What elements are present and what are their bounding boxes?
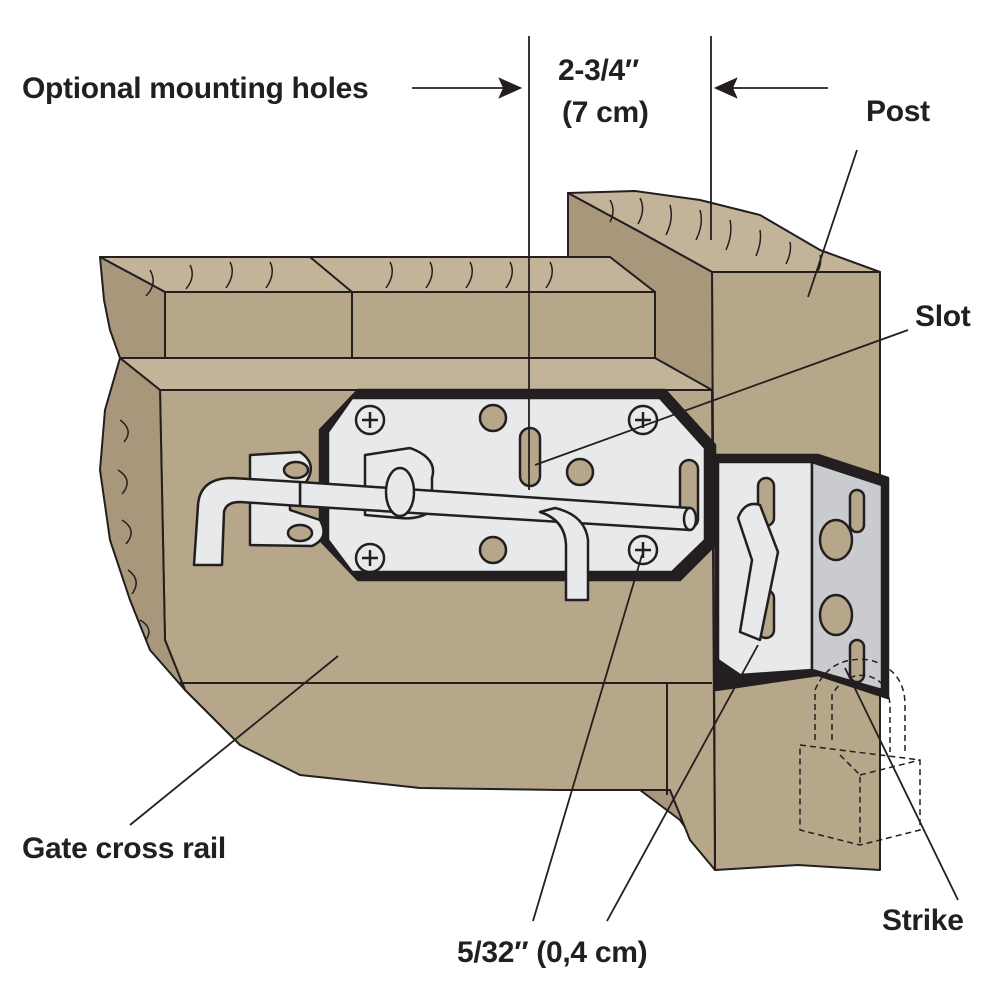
dimension-lines	[129, 36, 959, 922]
padlock-shackle	[814, 658, 906, 755]
screw-icon	[627, 534, 659, 566]
slot	[518, 426, 542, 488]
rail-leader	[129, 655, 339, 826]
bolt-end	[682, 506, 698, 532]
label-gap-dimension: 5/32″ (0,4 cm)	[457, 936, 647, 969]
label-dimension-inch: 2-3/4″	[558, 54, 639, 87]
post-leader	[807, 149, 858, 298]
bracket-hole	[286, 523, 314, 543]
bolt-drop-handle	[538, 506, 590, 602]
upper-board-front	[164, 291, 656, 359]
strike-side	[810, 460, 884, 692]
arrowhead-left-icon	[713, 77, 738, 99]
upper-board-seam-top	[309, 256, 353, 293]
mounting-hole	[478, 403, 508, 433]
gap-leader-left	[532, 554, 643, 922]
label-optional-mounting-holes: Optional mounting holes	[22, 72, 368, 105]
strike-hole	[818, 518, 854, 562]
bolt-hook	[192, 476, 302, 567]
padlock-outline	[799, 658, 921, 846]
mounting-hole	[478, 535, 508, 565]
rail-rough-end	[99, 357, 186, 691]
padlock-body	[799, 744, 921, 846]
mounting-hole	[565, 457, 595, 487]
label-gate-cross-rail: Gate cross rail	[22, 832, 226, 865]
rail-grain	[117, 261, 553, 641]
strike-hole	[818, 593, 854, 637]
strike-slot	[848, 638, 866, 684]
label-strike: Strike	[882, 904, 964, 937]
bracket-hole	[282, 460, 310, 480]
gap-leader-right	[606, 644, 759, 922]
latch-assembly	[192, 388, 717, 602]
slot-leader	[534, 329, 909, 466]
rail-top-ledge	[119, 357, 713, 391]
screw-icon	[354, 404, 386, 436]
strike-slot	[848, 488, 866, 534]
screw-icon	[354, 542, 386, 574]
strike-catch	[736, 502, 780, 642]
upper-board-top	[99, 256, 656, 293]
padlock-shackle-inner	[831, 674, 891, 752]
padlock-body-edge	[839, 754, 921, 845]
label-post: Post	[866, 95, 930, 128]
strike-leader	[844, 667, 959, 901]
post-grain	[609, 197, 822, 272]
bolt-collar	[384, 466, 416, 518]
label-slot: Slot	[915, 300, 971, 333]
arrowhead-right-icon	[498, 77, 523, 99]
label-dimension-cm: (7 cm)	[562, 96, 649, 129]
strike	[714, 453, 890, 700]
